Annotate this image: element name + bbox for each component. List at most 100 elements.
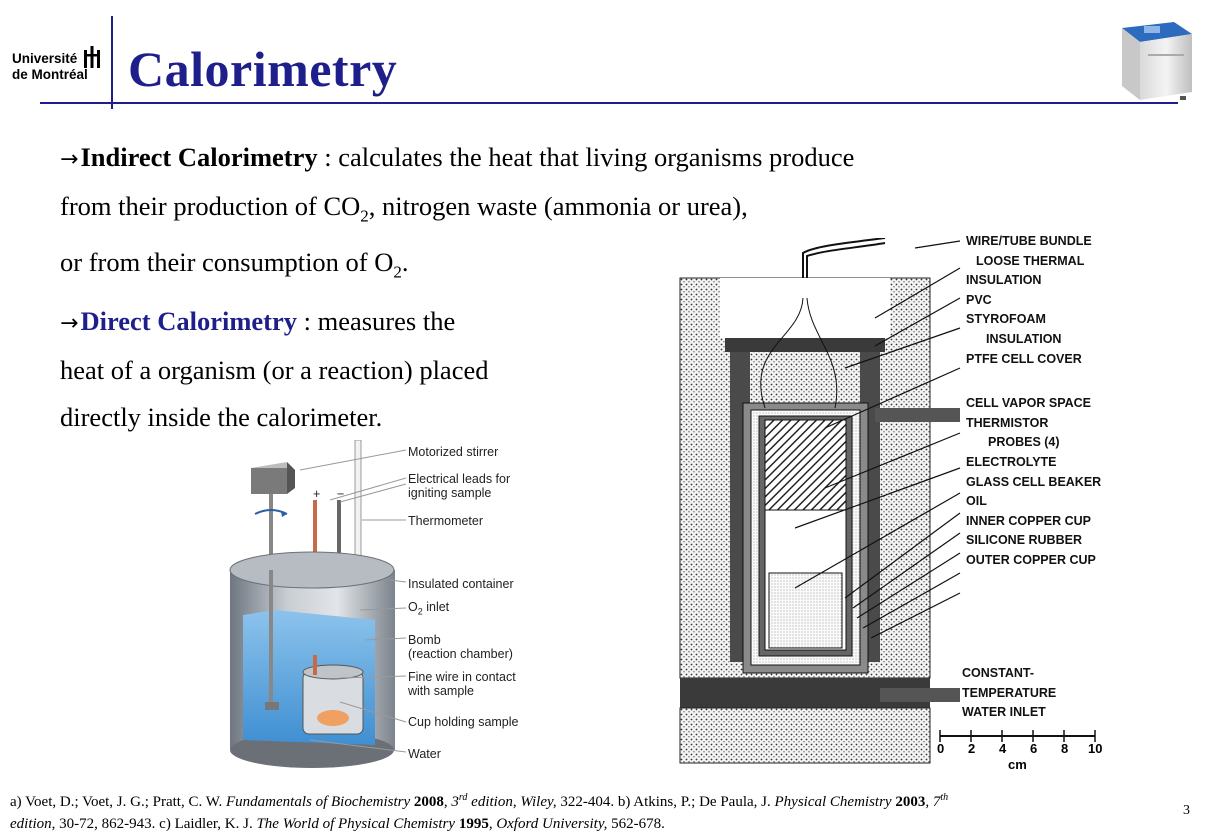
ref-c-pages: 562-678. — [607, 816, 665, 832]
o2-subscript: 2 — [393, 262, 402, 282]
scale-tick: 4 — [999, 741, 1007, 756]
label-electrical-leads-line1: Electrical leads for — [408, 472, 511, 486]
ref-b-edition-sup: th — [940, 792, 949, 803]
label-motorized-stirrer: Motorized stirrer — [408, 445, 499, 459]
direct-line-2: heat of a organism (or a reaction) place… — [60, 355, 489, 385]
cell-label: PVC — [966, 292, 992, 307]
cell-label: THERMISTOR — [966, 415, 1049, 430]
scale-unit: cm — [1008, 757, 1027, 772]
cell-label: PTFE CELL COVER — [966, 351, 1082, 366]
bomb-leader-lines — [299, 449, 407, 753]
label-bomb: Bomb (reaction chamber) — [408, 633, 513, 661]
label-minus: − — [337, 487, 345, 501]
label-fine-wire-line2: with sample — [408, 684, 474, 698]
cell-label: ELECTROLYTE — [966, 454, 1057, 469]
cell-label — [966, 369, 1101, 394]
scale-tick: 6 — [1030, 741, 1038, 756]
ref-c-title: The World of Physical Chemistry — [256, 816, 456, 832]
logo-line-1: Université — [12, 51, 78, 66]
cell-label: LOOSE THERMAL — [976, 253, 1085, 268]
cell-calorimeter-diagram — [679, 238, 961, 764]
indirect-line-3: or from their consumption of O2. — [60, 239, 854, 295]
indirect-line-2-b: , nitrogen waste (ammonia or urea), — [368, 191, 748, 221]
label-o2-rest: inlet — [422, 600, 450, 614]
bomb-calorimeter-diagram — [229, 440, 395, 768]
label-bomb-line1: Bomb — [408, 633, 441, 647]
calorimeter-instrument-image — [1122, 22, 1192, 100]
indirect-line-3-a: or from their consumption of O — [60, 247, 394, 278]
ref-b-edition-rest: edition — [10, 816, 52, 832]
water-label: CONSTANT- — [962, 666, 1034, 680]
ref-a-pages: 322-404. b) Atkins, P.; De Paula, J. — [556, 794, 775, 810]
scale-ticks: 0 2 4 6 8 10 — [935, 741, 1110, 759]
label-o2-sub: 2 — [417, 606, 423, 617]
cell-label: OIL — [966, 494, 987, 509]
direct-line-1: →Direct Calorimetry : measures the — [60, 298, 488, 347]
scale-tick: 8 — [1061, 741, 1069, 756]
water-label: WATER INLET — [962, 705, 1046, 720]
indirect-term: Indirect Calorimetry — [80, 142, 318, 172]
scale-tick: 2 — [968, 741, 976, 756]
cell-label: OUTER COPPER CUP — [966, 552, 1096, 567]
references: a) Voet, D.; Voet, J. G.; Pratt, C. W. F… — [10, 787, 1180, 835]
label-insulated-container: Insulated container — [408, 577, 514, 591]
indirect-line-1: →Indirect Calorimetry : calculates the h… — [60, 134, 854, 183]
university-logo: Université de Montréal — [12, 51, 88, 83]
scale-tick: 0 — [937, 741, 945, 756]
cell-label: INSULATION — [986, 331, 1062, 346]
ref-a-authors: a) Voet, D.; Voet, J. G.; Pratt, C. W. — [10, 794, 226, 810]
cell-label: WIRE/TUBE BUNDLE — [966, 234, 1092, 248]
ref-c-year: 1995 — [455, 816, 489, 832]
cell-label: GLASS CELL BEAKER — [966, 474, 1102, 489]
logo-line-2: de Montréal — [12, 67, 88, 82]
label-o2-inlet: O2 inlet — [408, 600, 449, 619]
co2-subscript: 2 — [360, 206, 369, 226]
label-bomb-line2: (reaction chamber) — [408, 647, 513, 661]
direct-line-3: directly inside the calorimeter. — [60, 402, 383, 432]
direct-term: Direct Calorimetry — [80, 306, 297, 336]
label-fine-wire: Fine wire in contact with sample — [408, 670, 516, 698]
label-o2: O — [408, 600, 418, 614]
ref-c-publisher: , Oxford University, — [488, 816, 608, 832]
label-fine-wire-line1: Fine wire in contact — [408, 670, 516, 684]
ref-a-year: 2008 — [410, 794, 444, 810]
page-number: 3 — [1183, 803, 1190, 818]
cell-label: CELL VAPOR SPACE — [966, 396, 1092, 411]
ref-a-edition: , 3 — [443, 794, 459, 810]
ref-b-title: Physical Chemistry — [774, 794, 892, 810]
arrow-right-icon: → — [60, 147, 79, 172]
indirect-line-3-b: . — [401, 247, 409, 278]
direct-line-1-rest: : measures the — [297, 306, 456, 336]
cell-label: INNER COPPER CUP — [966, 513, 1092, 528]
cell-label: SILICONE RUBBER — [966, 533, 1082, 548]
ref-a-title: Fundamentals of Biochemistry — [226, 794, 411, 810]
ref-a-edition-rest: edition, Wiley, — [467, 794, 557, 810]
direct-calorimetry-paragraph: →Direct Calorimetry : measures the heat … — [60, 298, 488, 441]
ref-b-year: 2003 — [891, 794, 926, 810]
ref-b-edition: , 7 — [925, 794, 941, 810]
page-title: Calorimetry — [128, 41, 398, 97]
label-water: Water — [408, 747, 441, 761]
label-electrical-leads: Electrical leads for igniting sample — [408, 472, 510, 500]
indirect-line-2-a: from their production of CO — [60, 191, 361, 221]
ref-a-edition-sup: rd — [458, 792, 468, 803]
cell-label: STYROFOAM — [966, 312, 1046, 327]
label-cup-holding-sample: Cup holding sample — [408, 715, 519, 729]
scale-bar — [939, 730, 1096, 742]
university-emblem-icon — [84, 46, 100, 68]
water-label: TEMPERATURE — [962, 685, 1057, 700]
indirect-line-2: from their production of CO2, nitrogen w… — [60, 183, 854, 239]
indirect-calorimetry-paragraph: →Indirect Calorimetry : calculates the h… — [60, 134, 854, 296]
cell-label: INSULATION — [966, 273, 1042, 288]
cell-label: PROBES (4) — [988, 435, 1060, 450]
logo-divider — [111, 16, 113, 109]
cell-diagram-labels: WIRE/TUBE BUNDLE LOOSE THERMAL INSULATIO… — [966, 232, 1101, 571]
label-plus: + — [313, 487, 321, 501]
indirect-line-1-rest: : calculates the heat that living organi… — [317, 142, 855, 172]
label-electrical-leads-line2: igniting sample — [408, 486, 492, 500]
title-underline — [40, 102, 1178, 104]
ref-b-pages: , 30-72, 862-943. c) Laidler, K. J. — [51, 816, 257, 832]
scale-tick: 10 — [1088, 741, 1103, 756]
label-thermometer: Thermometer — [408, 514, 484, 528]
water-inlet-label: CONSTANT- TEMPERATURE WATER INLET — [962, 664, 1056, 723]
